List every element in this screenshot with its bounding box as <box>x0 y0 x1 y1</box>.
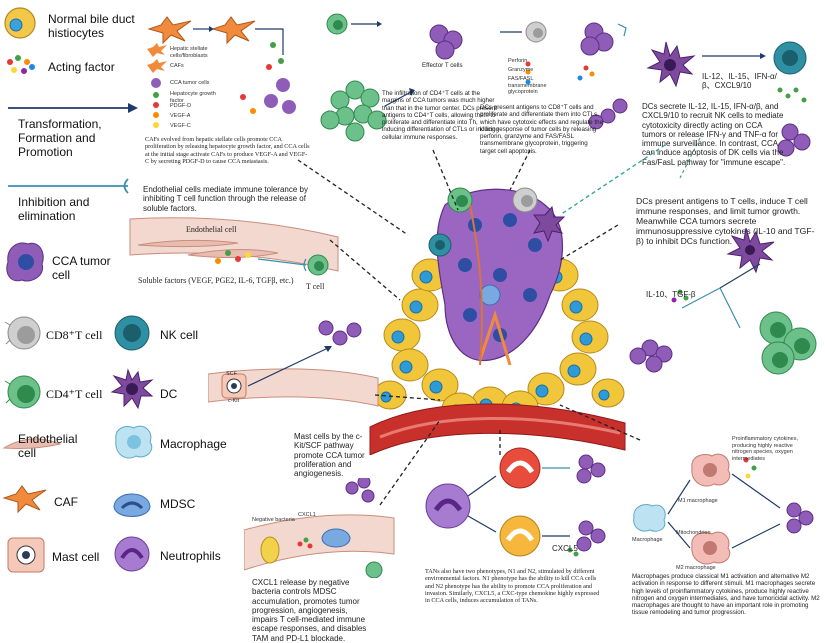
endothelial-panel-graphic <box>129 217 339 276</box>
legend-dc-label: DC <box>160 387 178 401</box>
legend-cca-tumor-label: CCA tumor cell <box>52 254 111 282</box>
dc-panel-graphic <box>629 228 817 375</box>
mast-cell-icon <box>7 537 45 573</box>
cca-tumor-cell-icon <box>6 242 44 282</box>
cd8-key-fasl: FAS/FASL transmembrane glycoprotein <box>508 76 547 95</box>
caf-key-hgf: Hepatocyte growth factor <box>170 91 216 104</box>
cd8-caption: DCs present antigens to CD8⁺T cells and … <box>480 104 604 155</box>
legend-nk-label: NK cell <box>160 328 199 342</box>
connector-lines <box>297 144 666 506</box>
mac-caption: Macrophages produce classical M1 activat… <box>632 573 820 617</box>
legend-mdsc-label: MDSC <box>160 497 196 511</box>
cd8-t-cell-icon <box>4 316 41 350</box>
inhibition-line-icon <box>8 178 129 194</box>
nk-factors: IL-12、IL-15、IFN-α/β、CXCL9/10 <box>702 72 777 91</box>
acting-factor-icon <box>7 55 35 74</box>
caf-key-pdgf: PDGF-D <box>170 103 192 109</box>
legend-graphics <box>2 7 138 573</box>
dc-factors: IL-10、TGF-β <box>646 290 696 299</box>
legend-cd4-label: CD4⁺T cell <box>46 387 103 401</box>
cd4-effector-label: Effector T cells <box>422 62 463 69</box>
legend-graphics-2 <box>110 315 154 572</box>
legend-cd8-label: CD8⁺T cell <box>46 328 103 342</box>
legend-caf-label: CAF <box>54 495 78 509</box>
legend-normal-cells-label: Normal bile duct histiocytes <box>48 12 135 40</box>
mdsc-bacteria-label: Negative bacteria <box>252 517 295 523</box>
legend-endothelial-label: Endothelial cell <box>18 432 78 460</box>
legend-inhibition-label: Inhibition and elimination <box>18 195 90 223</box>
mdsc-cxcl1-label: CXCL1 <box>298 512 316 518</box>
mast-ckit-label: c-Kit <box>228 398 239 404</box>
normal-cell-icon <box>4 7 36 39</box>
cd4-panel-graphic <box>320 13 463 142</box>
nk-caption: DCs secrete IL-12, IL-15, IFN-α/β, and C… <box>642 102 786 167</box>
central-tumor-graphic <box>369 187 626 455</box>
caf-key-hsc: Hepatic stellate cells/fibroblasts <box>170 46 208 59</box>
legend-macrophage-label: Macrophage <box>160 437 227 451</box>
tan-caption: TANs also have two phenotypes, N1 and N2… <box>425 568 600 605</box>
caf-key-cafs: CAFs <box>170 63 184 69</box>
mac-mito-label: Mitochondrion <box>676 530 711 536</box>
caf-key-cca: CCA tumor cells <box>170 80 210 86</box>
caf-icon <box>2 485 47 514</box>
mast-caption: Mast cells by the c-Kit/SCF pathway prom… <box>294 432 365 479</box>
mdsc-icon <box>113 493 151 517</box>
cd8-key-granzyme: Granzyme <box>508 67 534 73</box>
tan-cxcl5-label: CXCL5 <box>552 544 578 553</box>
dc-icon <box>110 368 154 410</box>
cd4-caption: The infiltration of CD4⁺T cells at the m… <box>382 90 500 141</box>
dc-caption: DCs present antigens to T cells, induce … <box>636 196 815 246</box>
mac-m2-label: M2 macrophage <box>676 565 716 571</box>
mac-macrophage-label: Macrophage <box>632 537 663 543</box>
mdsc-panel-graphic <box>244 478 395 578</box>
cd4-t-cell-icon <box>4 375 41 409</box>
caf-panel-graphic <box>147 16 296 128</box>
macrophage-panel-graphic <box>633 453 814 565</box>
legend-neutrophils-label: Neutrophils <box>160 549 221 563</box>
caf-key-vegfc: VEGF-C <box>170 123 191 129</box>
cd8-key-perforin: Perforin <box>508 58 528 64</box>
caf-caption: CAFs evolved from hepatic stellate cells… <box>145 136 310 165</box>
endothelial-factors: Soluble factors (VEGF, PGE2, IL-6, TGFβ,… <box>138 276 294 285</box>
legend-transformation-label: Transformation, Formation and Promotion <box>18 117 102 159</box>
tan-panel-graphic <box>425 447 606 557</box>
caf-key-vegfa: VEGF-A <box>170 113 191 119</box>
endothelial-caption: Endothelial cells mediate immune toleran… <box>143 185 308 213</box>
endothelial-tcell-label: T cell <box>306 282 325 291</box>
nk-panel-graphic <box>646 41 811 178</box>
mast-panel-graphic <box>208 320 379 407</box>
promotion-arrow-icon <box>8 103 138 113</box>
mast-scf-label: SCF <box>226 371 237 377</box>
cd8-panel-graphic <box>500 21 628 130</box>
legend-acting-factor-label: Acting factor <box>48 60 115 74</box>
neutrophil-icon <box>114 536 150 572</box>
endothelial-cell-icon <box>2 438 62 449</box>
macrophage-icon <box>115 425 153 459</box>
endothelial-cell-label: Endothelial cell <box>186 225 237 234</box>
mac-pro-label: Proinflammatory cytokines, producing hig… <box>732 436 799 462</box>
nk-cell-icon <box>114 315 150 351</box>
legend-mast-label: Mast cell <box>52 550 100 564</box>
mac-m1-label: M1 macrophage <box>678 498 718 504</box>
